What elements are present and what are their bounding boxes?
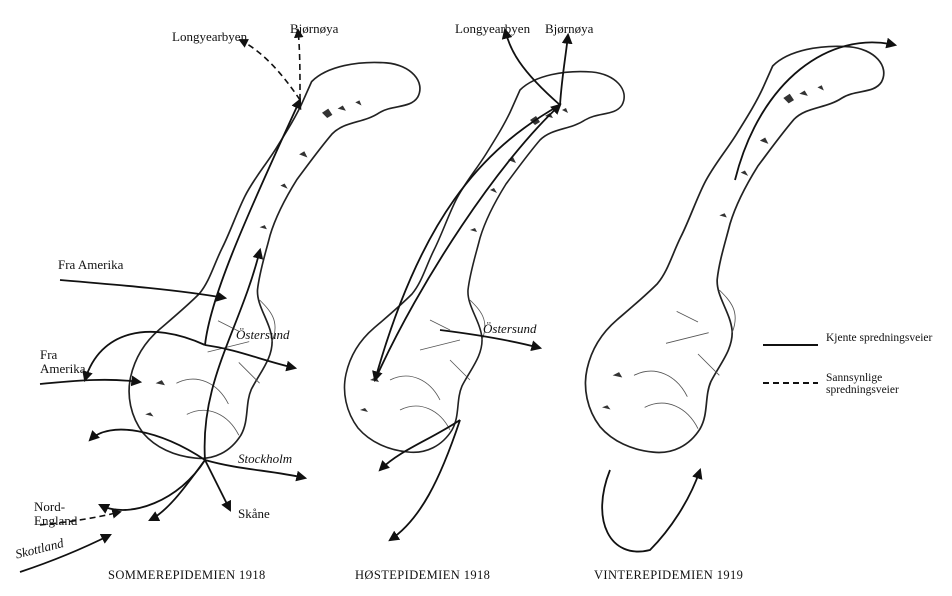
route xyxy=(19,534,112,573)
caption-winter-1919: VINTEREPIDEMIEN 1919 xyxy=(594,568,744,582)
label-fra-amerika-2: Fra Amerika xyxy=(40,347,86,376)
route xyxy=(439,329,543,351)
route xyxy=(82,331,206,383)
route xyxy=(734,37,898,181)
route xyxy=(204,344,298,372)
route xyxy=(372,104,561,383)
route xyxy=(148,459,206,521)
routes-winter-1919 xyxy=(601,37,898,553)
route xyxy=(204,98,302,346)
label-nord-england: Nord-England xyxy=(34,499,78,528)
legend-probable-label: Sannsynlige spredningsveier xyxy=(826,372,899,396)
caption-autumn-1918: HØSTEPIDEMIEN 1918 xyxy=(355,568,491,582)
route xyxy=(293,28,304,101)
label-ostersund-2: Östersund xyxy=(483,321,537,336)
label-stockholm: Stockholm xyxy=(238,451,293,466)
route xyxy=(378,419,461,472)
label-longyearbyen-1: Longyearbyen xyxy=(172,29,248,44)
label-skane: Skåne xyxy=(238,506,270,521)
route xyxy=(204,459,308,482)
legend-known-label: Kjente spredningsveier xyxy=(826,332,933,344)
caption-summer-1918: SOMMEREPIDEMIEN 1918 xyxy=(108,568,266,582)
route xyxy=(501,27,561,106)
label-bjornoya-1: Bjørnøya xyxy=(290,21,339,36)
map-summer-1918 xyxy=(127,61,422,460)
label-bjornoya-2: Bjørnøya xyxy=(545,21,594,36)
routes-summer-1918 xyxy=(19,98,308,573)
route xyxy=(59,279,228,302)
route xyxy=(39,509,122,526)
route xyxy=(601,467,703,553)
label-fra-amerika-1: Fra Amerika xyxy=(58,257,124,272)
route xyxy=(374,103,562,381)
routes-autumn-1918 xyxy=(372,27,573,542)
route xyxy=(98,459,206,514)
route xyxy=(203,247,264,461)
map-autumn-1918 xyxy=(343,70,626,454)
route xyxy=(204,459,231,512)
route xyxy=(238,39,301,101)
route xyxy=(559,32,573,106)
label-ostersund-1: Östersund xyxy=(236,327,290,342)
route xyxy=(388,419,461,542)
routes-summer-1918-probable xyxy=(39,28,304,526)
route xyxy=(88,428,206,461)
label-longyearbyen-2: Longyearbyen xyxy=(455,21,531,36)
route xyxy=(39,375,143,387)
